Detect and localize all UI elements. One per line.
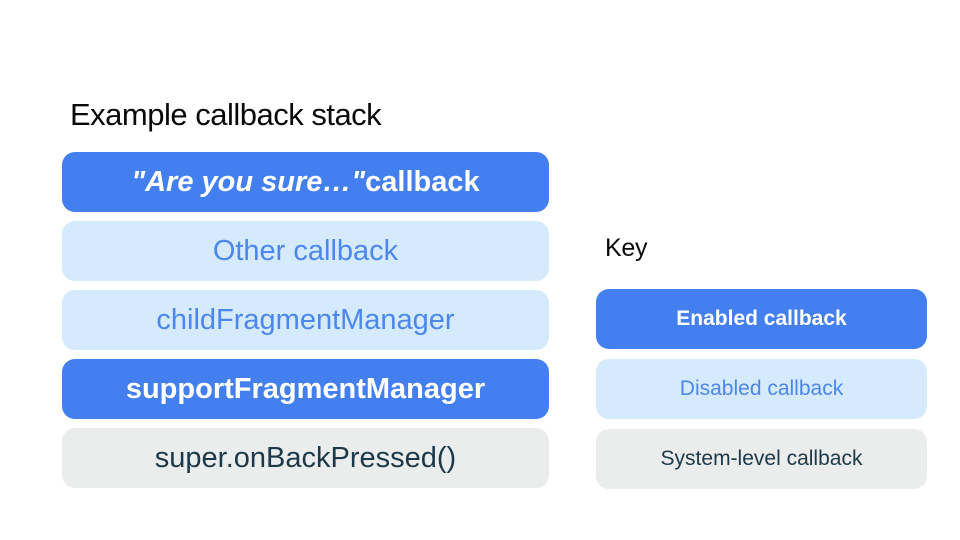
key-title: Key: [605, 234, 648, 262]
stack-item-other-callback: Other callback: [62, 221, 549, 281]
stack-item-label: supportFragmentManager: [125, 372, 486, 405]
stack-item-label-rest: callback: [365, 165, 480, 198]
stack-item-support-fragment-manager: supportFragmentManager: [62, 359, 549, 419]
key-item-label: Disabled callback: [679, 377, 844, 400]
key-item-system-level-callback: System-level callback: [596, 429, 927, 489]
stack-item-super-on-back-pressed: super.onBackPressed(): [62, 428, 549, 488]
stack-item-child-fragment-manager: childFragmentManager: [62, 290, 549, 350]
stack-item-label-italic: "Are you sure…": [131, 165, 366, 198]
key-item-disabled-callback: Disabled callback: [596, 359, 927, 419]
key-item-label: Enabled callback: [676, 307, 847, 330]
stack-item-label: childFragmentManager: [156, 303, 455, 336]
key-item-label: System-level callback: [660, 447, 863, 470]
key-item-enabled-callback: Enabled callback: [596, 289, 927, 349]
stack-item-label: Other callback: [212, 234, 399, 267]
stack-item-label: super.onBackPressed(): [154, 441, 457, 474]
stack-item-are-you-sure-callback: "Are you sure…" callback: [62, 152, 549, 212]
diagram-title: Example callback stack: [70, 97, 382, 132]
